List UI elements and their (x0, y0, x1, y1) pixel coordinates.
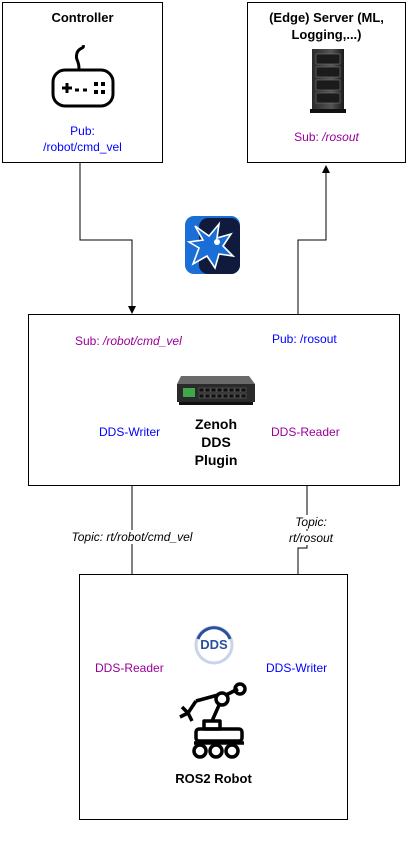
zenoh-dragon-icon (185, 216, 240, 274)
server-sub-line: Sub: /rosout (248, 130, 405, 144)
robot-dds-reader: DDS-Reader (95, 661, 164, 675)
controller-title: Controller (51, 10, 114, 25)
robot-dds-writer: DDS-Writer (266, 661, 328, 675)
network-switch-icon (177, 376, 255, 405)
controller-pub-label: Pub: (70, 124, 95, 138)
server-box: (Edge) Server (ML, Logging,...) Sub: /ro… (247, 2, 406, 163)
topic-label-left: Topic: rt/robot/cmd_vel (40, 530, 224, 544)
plugin-to-server-line (297, 165, 330, 314)
plugin-box: Sub: /robot/cmd_vel Pub: /rosout Zenoh D… (28, 314, 400, 486)
dds-logo-text: DDS (200, 637, 228, 652)
topic-label-right-line1: Topic: (276, 515, 346, 529)
gamepad-icon (51, 45, 115, 108)
robot-title: ROS2 Robot (175, 771, 252, 786)
server-sub-topic: /rosout (322, 130, 359, 144)
server-sub-label: Sub: (294, 130, 323, 144)
controller-to-plugin-line (79, 163, 136, 314)
controller-pub-topic: /robot/cmd_vel (43, 140, 122, 154)
plugin-pub-label: Pub: /rosout (272, 332, 337, 346)
dds-logo-icon: DDS (194, 625, 234, 665)
robot-box: DDS DDS-Reader DDS-Writer ROS2 Robot (79, 574, 348, 820)
server-rack-icon (310, 49, 346, 113)
plugin-title-line1: Zenoh (195, 416, 237, 432)
plugin-sub-topic: /robot/cmd_vel (103, 334, 182, 348)
plugin-sub-label: Sub: (75, 334, 104, 348)
plugin-title-line3: Plugin (194, 452, 238, 468)
plugin-title-line2: DDS (201, 434, 231, 450)
robot-arm-rover-icon (179, 682, 247, 759)
controller-box: Controller Pub: /robot/cmd_vel (2, 2, 163, 163)
server-title-line2: Logging,...) (291, 27, 362, 42)
plugin-dds-writer: DDS-Writer (99, 425, 161, 439)
plugin-sub-line: Sub: /robot/cmd_vel (75, 334, 182, 348)
plugin-dds-reader: DDS-Reader (271, 425, 340, 439)
server-title-line1: (Edge) Server (ML, (269, 10, 384, 25)
topic-label-right-line2: rt/rosout (276, 531, 346, 545)
